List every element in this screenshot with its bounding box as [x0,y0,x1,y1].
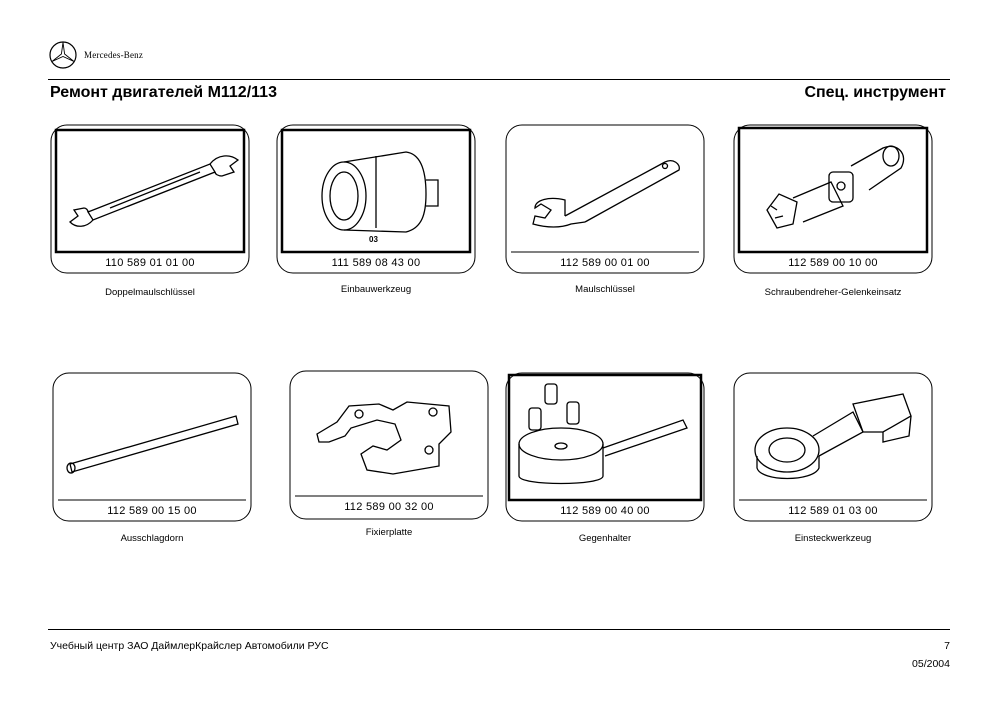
tool-frame [52,372,252,522]
part-number: 111 589 08 43 00 [331,257,421,269]
tool-frame [733,372,933,522]
tool-frame [50,124,250,274]
counterholder-icon [518,383,688,485]
open-end-wrench-icon [532,160,680,228]
footer-rule [48,629,950,630]
part-number: 112 589 01 03 00 [788,505,878,517]
part-number: 110 589 01 01 00 [105,257,195,269]
tool-frame [505,372,705,522]
mercedes-star-icon [49,41,77,69]
part-number: 112 589 00 15 00 [107,505,197,517]
double-open-end-wrench-icon [69,155,240,227]
tool-name: Doppelmaulschlüssel [105,287,195,298]
detail-label: 03 [369,235,378,244]
drift-punch-icon [66,415,239,474]
tool-frame [289,370,489,520]
part-number: 112 589 00 32 00 [344,501,434,513]
installation-tool-icon [321,151,439,233]
page-title: Ремонт двигателей M112/113 [50,84,277,101]
tool-name: Schraubendreher-Gelenkeinsatz [764,287,902,298]
locking-plate-icon [316,401,452,475]
header-rule [48,79,950,80]
ring-spanner-insert-icon [754,393,912,480]
universal-joint-socket-icon [766,145,905,229]
tool-name: Maulschlüssel [575,284,635,295]
footer-date: 05/2004 [912,658,950,670]
part-number: 112 589 00 40 00 [560,505,650,517]
tool-name: Einbauwerkzeug [340,284,412,295]
tool-name: Ausschlagdorn [120,533,184,544]
tool-name: Fixierplatte [365,527,413,538]
brand-name: Mercedes-Benz [84,50,144,60]
brand-logo: Mercedes-Benz [48,40,143,70]
tool-frame [505,124,705,274]
footer-org: Учебный центр ЗАО ДаймлерКрайслер Автомо… [50,640,329,652]
tool-name: Gegenhalter [578,533,632,544]
part-number: 112 589 00 01 00 [560,257,650,269]
page-number: 7 [944,640,950,652]
part-number: 112 589 00 10 00 [788,257,878,269]
tool-frame: 03 [276,124,476,274]
tool-name: Einsteckwerkzeug [794,533,872,544]
section-title: Спец. инструмент [804,84,946,101]
tool-frame [733,124,933,274]
